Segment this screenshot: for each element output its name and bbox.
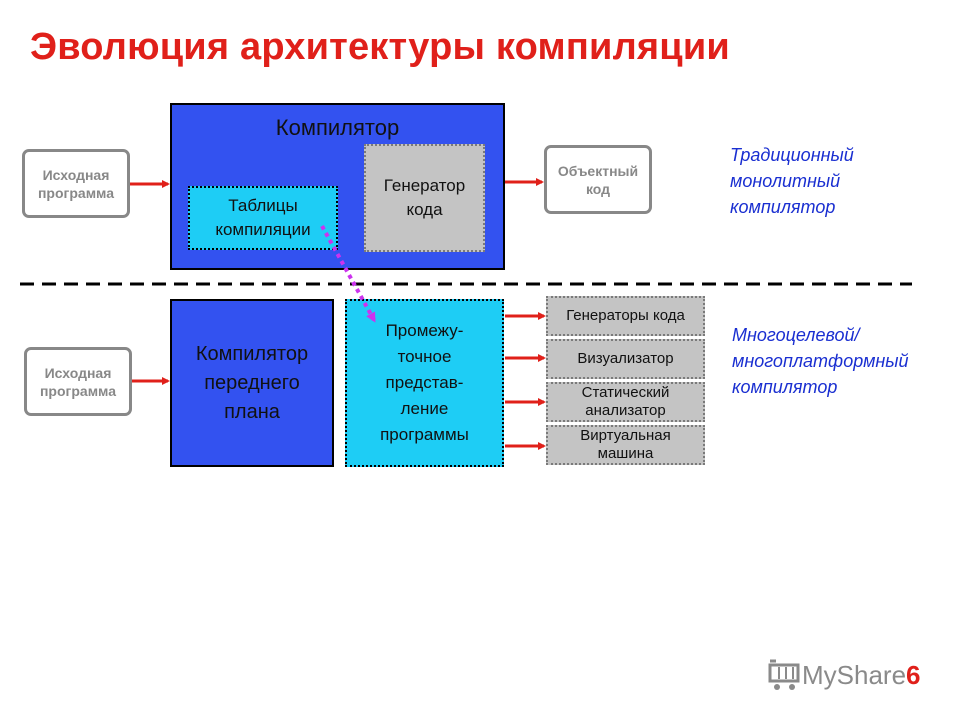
- source-program-box-bottom: Исходная программа: [24, 347, 132, 416]
- compilation-tables-box: Таблицы компиляции: [188, 186, 338, 250]
- code-generator-box: Генератор кода: [364, 144, 485, 252]
- source-program-label: Исходная программа: [39, 364, 117, 399]
- dotted-arrow-tables-to-ir: [320, 225, 376, 323]
- intermediate-representation-label: Промежу- точное представ- ление программ…: [380, 321, 469, 444]
- tool-label: Виртуальная машина: [580, 427, 671, 462]
- front-end-compiler-label: Компилятор переднего плана: [195, 342, 309, 423]
- tool-box-code-generators: Генераторы кода: [546, 296, 705, 336]
- traditional-compiler-label: Традиционный монолитный компилятор: [730, 145, 854, 217]
- tool-box-static-analyzer: Статический анализатор: [546, 382, 705, 422]
- multi-target-compiler-label: Многоцелевой/ многоплатформный компилято…: [732, 325, 909, 397]
- compiler-label: Компилятор: [275, 115, 400, 140]
- slide-title: Эволюция архитектуры компиляции: [30, 26, 730, 68]
- object-code-label: Объектный код: [557, 162, 639, 197]
- tool-box-visualizer: Визуализатор: [546, 339, 705, 379]
- cart-icon: [768, 659, 800, 690]
- tool-label: Визуализатор: [577, 350, 674, 367]
- myshare-logo: MyShare 6: [768, 655, 921, 695]
- tool-box-virtual-machine: Виртуальная машина: [546, 425, 705, 465]
- code-generator-label: Генератор кода: [383, 176, 466, 219]
- logo-text: MyShare: [802, 659, 907, 690]
- object-code-box: Объектный код: [544, 145, 652, 214]
- source-program-box-top: Исходная программа: [22, 149, 130, 218]
- page-number: 6: [906, 659, 921, 690]
- compilation-tables-label: Таблицы компиляции: [215, 196, 311, 239]
- source-program-label: Исходная программа: [37, 166, 115, 201]
- tool-label: Генераторы кода: [566, 307, 685, 324]
- front-end-compiler-box: Компилятор переднего плана: [170, 299, 334, 467]
- intermediate-representation-box: Промежу- точное представ- ление программ…: [345, 299, 504, 467]
- tool-label: Статический анализатор: [581, 384, 670, 419]
